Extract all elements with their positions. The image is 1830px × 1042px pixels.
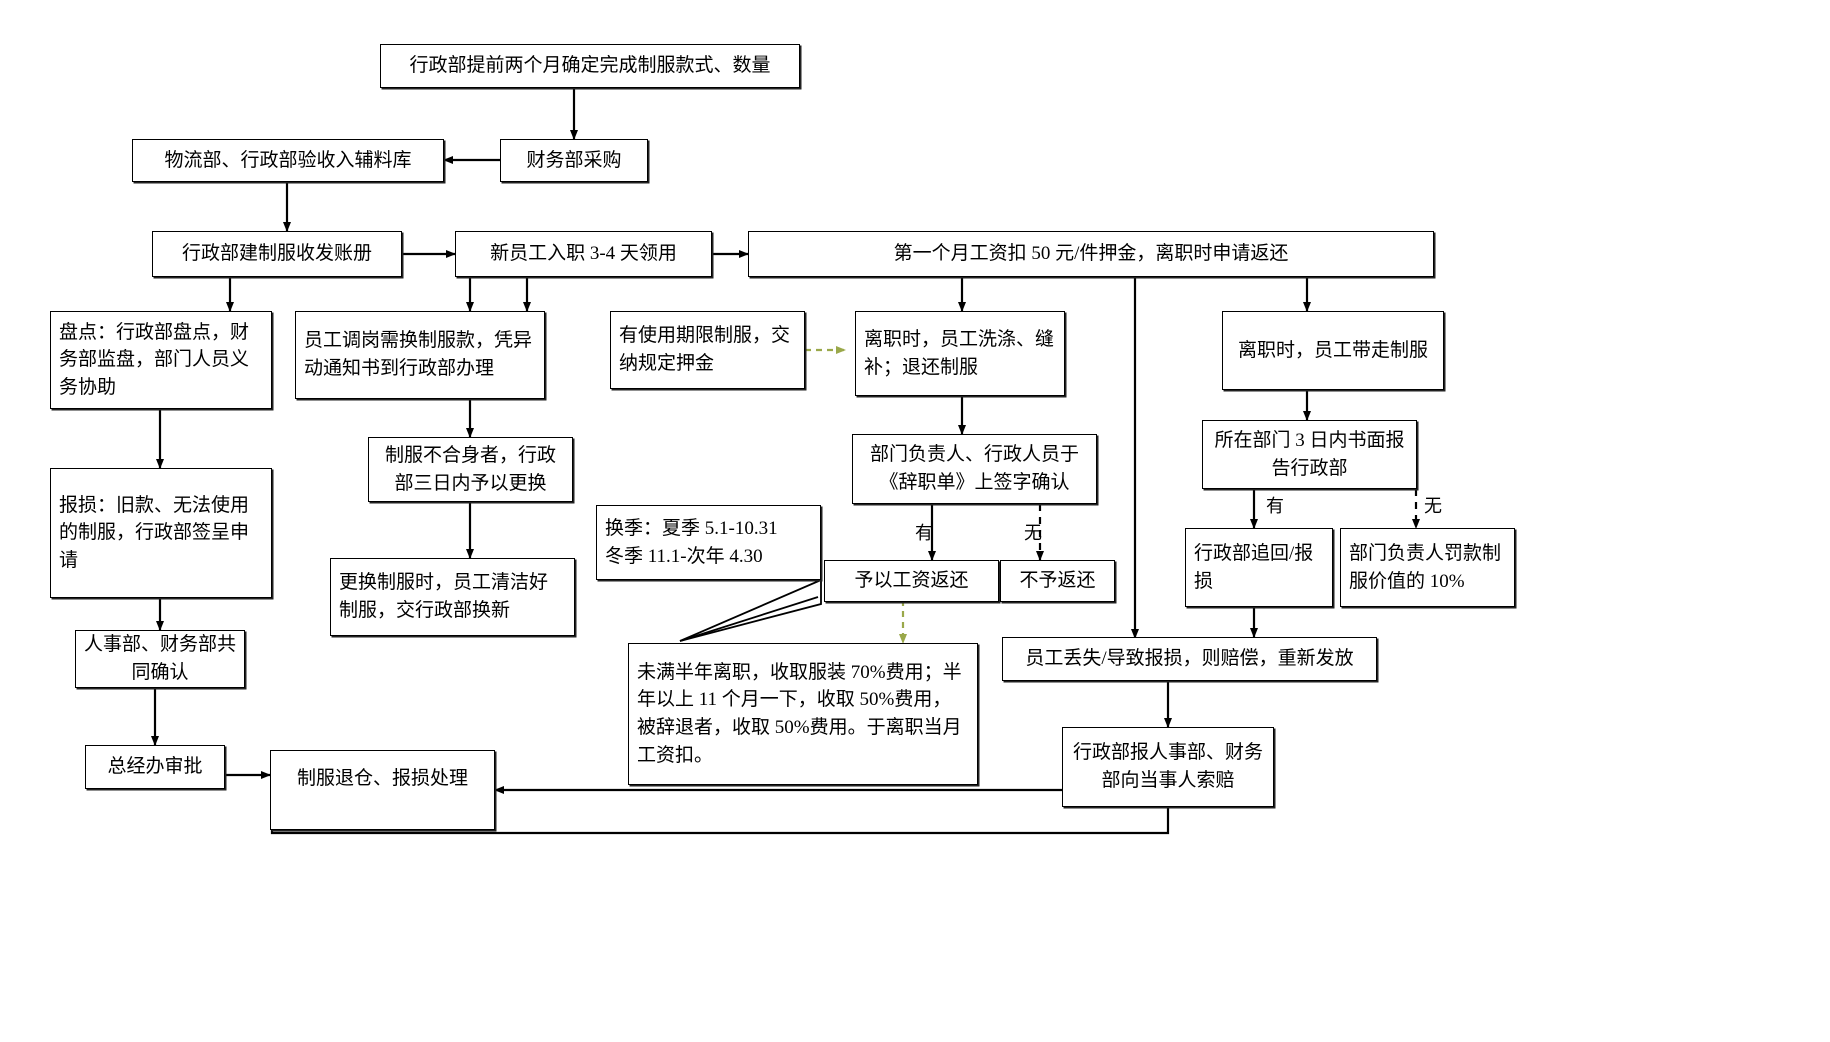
node-term-limit-deposit-label: 有使用期限制服，交纳规定押金: [619, 325, 791, 374]
node-refund-no-label: 不予返还: [1019, 570, 1096, 592]
node-gm-approval[interactable]: 总经办审批: [85, 745, 225, 789]
node-term-limit-deposit[interactable]: 有使用期限制服，交纳规定押金: [610, 311, 805, 389]
node-refund-yes-label: 予以工资返还: [854, 570, 969, 592]
edge-label-dept3day-yes: 有: [1266, 496, 1284, 516]
node-hr-finance-confirm[interactable]: 人事部、财务部共同确认: [75, 630, 245, 688]
node-admin-plan[interactable]: 行政部提前两个月确定完成制服款式、数量: [380, 44, 800, 88]
node-dept-report-3days-label: 所在部门 3 日内书面报告行政部: [1214, 429, 1405, 479]
node-scrap-report[interactable]: 报损：旧款、无法使用的制服，行政部签呈申请: [50, 468, 272, 598]
node-lost-compensate[interactable]: 员工丢失/导致报损，则赔偿，重新发放: [1002, 637, 1377, 681]
node-dept-report-3days[interactable]: 所在部门 3 日内书面报告行政部: [1202, 420, 1417, 489]
node-return-and-scrap-process[interactable]: 制服退仓、报损处理: [270, 750, 495, 830]
node-lost-compensate-label: 员工丢失/导致报损，则赔偿，重新发放: [1025, 648, 1354, 670]
node-season-change-note[interactable]: 换季：夏季 5.1-10.31 冬季 11.1-次年 4.30: [596, 505, 821, 580]
node-resignation-signoff[interactable]: 部门负责人、行政人员于《辞职单》上签字确认: [852, 434, 1097, 504]
node-admin-recover[interactable]: 行政部追回/报损: [1185, 528, 1333, 607]
node-finance-purchase-label: 财务部采购: [526, 149, 622, 171]
node-deposit-rule-label: 第一个月工资扣 50 元/件押金，离职时申请返还: [893, 243, 1289, 265]
node-fee-rule-label: 未满半年离职，收取服装 70%费用；半年以上 11 个月一下，收取 50%费用，…: [637, 661, 962, 766]
node-refund-no[interactable]: 不予返还: [1000, 560, 1115, 602]
node-ledger[interactable]: 行政部建制服收发账册: [152, 231, 402, 277]
node-season-change-note-label: 换季：夏季 5.1-10.31 冬季 11.1-次年 4.30: [605, 517, 778, 567]
node-clean-before-exchange-label: 更换制服时，员工清洁好制服，交行政部换新: [339, 572, 549, 621]
node-claim-from-employee-label: 行政部报人事部、财务部向当事人索赔: [1072, 742, 1263, 791]
node-admin-plan-label: 行政部提前两个月确定完成制服款式、数量: [409, 55, 771, 77]
node-claim-from-employee[interactable]: 行政部报人事部、财务部向当事人索赔: [1062, 727, 1274, 807]
node-admin-recover-label: 行政部追回/报损: [1194, 542, 1314, 592]
node-stocktake[interactable]: 盘点：行政部盘点，财务部监盘，部门人员义务协助: [50, 311, 272, 409]
node-hr-finance-confirm-label: 人事部、财务部共同确认: [84, 634, 237, 683]
node-refund-yes[interactable]: 予以工资返还: [824, 560, 999, 602]
edge-label-dept3day-no: 无: [1424, 496, 1442, 516]
node-stocktake-label: 盘点：行政部盘点，财务部监盘，部门人员义务协助: [59, 321, 250, 398]
node-clean-before-exchange[interactable]: 更换制服时，员工清洁好制服，交行政部换新: [330, 558, 575, 636]
node-job-transfer-label: 员工调岗需换制服款，凭异动通知书到行政部办理: [304, 330, 533, 379]
node-logistics-receive-label: 物流部、行政部验收入辅料库: [164, 149, 412, 171]
node-resign-keep-uniform[interactable]: 离职时，员工带走制服: [1222, 311, 1444, 390]
node-deposit-rule[interactable]: 第一个月工资扣 50 元/件押金，离职时申请返还: [748, 231, 1434, 277]
node-resignation-signoff-label: 部门负责人、行政人员于《辞职单》上签字确认: [869, 444, 1079, 493]
node-manager-penalty-label: 部门负责人罚款制服价值的 10%: [1349, 542, 1502, 592]
node-fee-rule[interactable]: 未满半年离职，收取服装 70%费用；半年以上 11 个月一下，收取 50%费用，…: [628, 643, 978, 785]
node-manager-penalty[interactable]: 部门负责人罚款制服价值的 10%: [1340, 528, 1515, 607]
node-return-and-scrap-process-label: 制服退仓、报损处理: [296, 768, 468, 789]
node-uniform-not-fit[interactable]: 制服不合身者，行政部三日内予以更换: [368, 437, 573, 502]
node-finance-purchase[interactable]: 财务部采购: [500, 139, 648, 182]
node-new-hire-issue-label: 新员工入职 3-4 天领用: [490, 243, 677, 265]
node-resign-wash-return-label: 离职时，员工洗涤、缝补；退还制服: [864, 328, 1055, 378]
node-uniform-not-fit-label: 制服不合身者，行政部三日内予以更换: [384, 444, 556, 494]
node-new-hire-issue[interactable]: 新员工入职 3-4 天领用: [455, 231, 712, 277]
node-resign-keep-uniform-label: 离职时，员工带走制服: [1237, 339, 1428, 361]
edge-label-signoff-no: 无: [1024, 523, 1042, 543]
node-resign-wash-return[interactable]: 离职时，员工洗涤、缝补；退还制服: [855, 311, 1065, 396]
node-scrap-report-label: 报损：旧款、无法使用的制服，行政部签呈申请: [59, 494, 250, 571]
node-ledger-label: 行政部建制服收发账册: [181, 243, 372, 265]
edge-label-signoff-yes: 有: [915, 523, 933, 543]
node-gm-approval-label: 总经办审批: [107, 756, 203, 778]
node-job-transfer[interactable]: 员工调岗需换制服款，凭异动通知书到行政部办理: [295, 311, 545, 399]
node-logistics-receive[interactable]: 物流部、行政部验收入辅料库: [132, 139, 444, 182]
